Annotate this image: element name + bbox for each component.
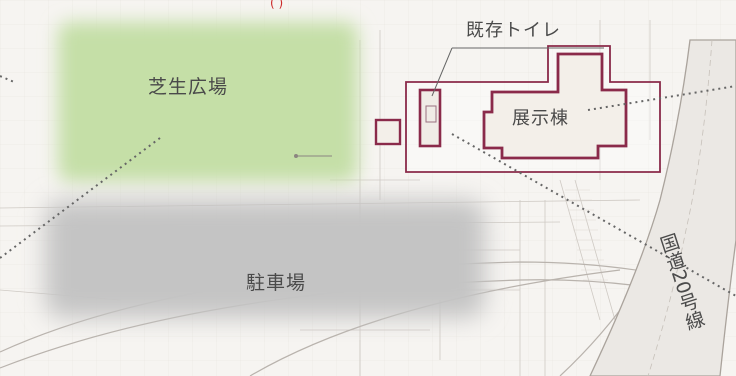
lawn-area [58, 22, 358, 182]
toilet-label: 既存トイレ [466, 20, 561, 41]
toilet-building [418, 88, 442, 148]
top-caption: ( ) [270, 0, 284, 10]
cad-stairs [565, 189, 608, 281]
exhibition-hall-building [482, 52, 628, 160]
annex-building [374, 118, 402, 146]
parking-area [45, 200, 485, 318]
callout-lines [0, 75, 736, 297]
toilet-leader-line [431, 47, 604, 97]
road-centerline [647, 39, 713, 376]
survey-point [294, 154, 298, 158]
parking-label: 駐車場 [246, 272, 307, 294]
exhibit-label: 展示棟 [512, 108, 569, 129]
lawn-label: 芝生広場 [148, 76, 229, 98]
toilet-inner-detail [425, 105, 437, 123]
